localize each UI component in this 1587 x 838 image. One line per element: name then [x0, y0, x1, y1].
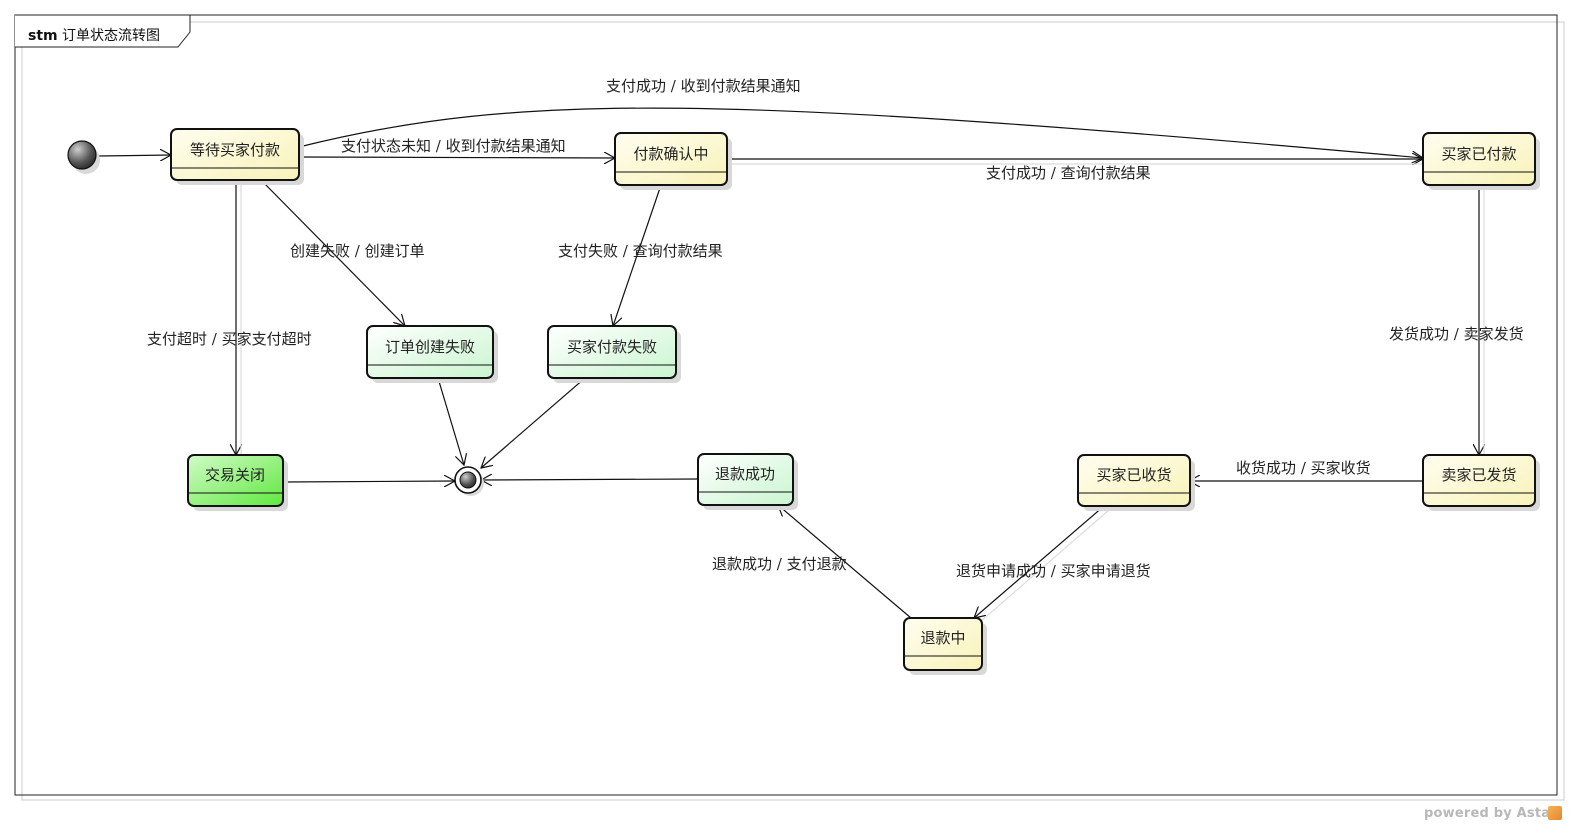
label-pay-unknown-notify: 支付状态未知 / 收到付款结果通知: [341, 137, 566, 155]
edge-pay-fail: [613, 184, 662, 326]
state-label: 付款确认中: [633, 145, 708, 163]
final-state: [454, 466, 484, 496]
edge-create-fail: [260, 179, 405, 326]
state-buyer-received[interactable]: 买家已收货: [1077, 454, 1195, 511]
state-refunding[interactable]: 退款中: [903, 617, 987, 675]
state-label: 卖家已发货: [1441, 466, 1516, 484]
state-label: 退款成功: [715, 465, 775, 483]
astah-logo-icon: [1548, 806, 1562, 820]
state-waiting-pay[interactable]: 等待买家付款: [170, 128, 304, 185]
diagram-frame: stm 订单状态流转图: [14, 14, 1565, 801]
state-buyer-paid[interactable]: 买家已付款: [1422, 132, 1540, 190]
label-pay-timeout: 支付超时 / 买家支付超时: [147, 330, 312, 348]
state-label: 买家已收货: [1096, 466, 1171, 484]
label-pay-fail-query: 支付失败 / 查询付款结果: [558, 242, 723, 260]
label-receive-success: 收货成功 / 买家收货: [1236, 459, 1371, 477]
state-closed[interactable]: 交易关闭: [187, 454, 288, 511]
edge-closed-final: [282, 481, 455, 482]
edge-refund-pay: [778, 505, 912, 619]
edge-refund-final: [481, 479, 699, 480]
edge-return-apply: [974, 505, 1105, 618]
frame-keyword: stm: [28, 28, 58, 44]
state-pay-failed[interactable]: 买家付款失败: [547, 325, 681, 383]
label-pay-success-query: 支付成功 / 查询付款结果: [986, 164, 1151, 182]
state-refund-success[interactable]: 退款成功: [697, 453, 798, 510]
state-seller-shipped[interactable]: 卖家已发货: [1422, 454, 1540, 511]
edge-shadows: [240, 163, 1485, 623]
state-label: 等待买家付款: [190, 141, 280, 159]
state-label: 买家付款失败: [567, 338, 657, 356]
transitions: [97, 107, 1479, 619]
transition-labels: 支付成功 / 收到付款结果通知 支付状态未知 / 收到付款结果通知 支付成功 /…: [147, 77, 1524, 580]
state-label: 订单创建失败: [385, 338, 475, 356]
state-label: 退款中: [920, 629, 965, 647]
state-confirming[interactable]: 付款确认中: [614, 132, 732, 190]
edge-initial: [97, 155, 171, 156]
label-ship-success: 发货成功 / 卖家发货: [1389, 325, 1524, 343]
frame-title: 订单状态流转图: [62, 28, 160, 44]
edge-pay-unknown: [298, 157, 615, 158]
label-refund-pay: 退款成功 / 支付退款: [712, 555, 847, 573]
edge-payfail-final: [481, 377, 586, 468]
state-create-failed[interactable]: 订单创建失败: [366, 325, 498, 383]
edge-pay-success-notify: [298, 107, 1423, 158]
label-return-apply: 退货申请成功 / 买家申请退货: [956, 562, 1151, 580]
initial-state: [67, 140, 100, 174]
state-label: 交易关闭: [205, 466, 265, 484]
edge-createfail-final: [437, 377, 464, 465]
powered-by-text: powered by Astah: [1424, 806, 1560, 821]
label-pay-success-notify: 支付成功 / 收到付款结果通知: [606, 77, 801, 95]
state-label: 买家已付款: [1441, 145, 1516, 163]
label-create-fail: 创建失败 / 创建订单: [290, 242, 425, 260]
